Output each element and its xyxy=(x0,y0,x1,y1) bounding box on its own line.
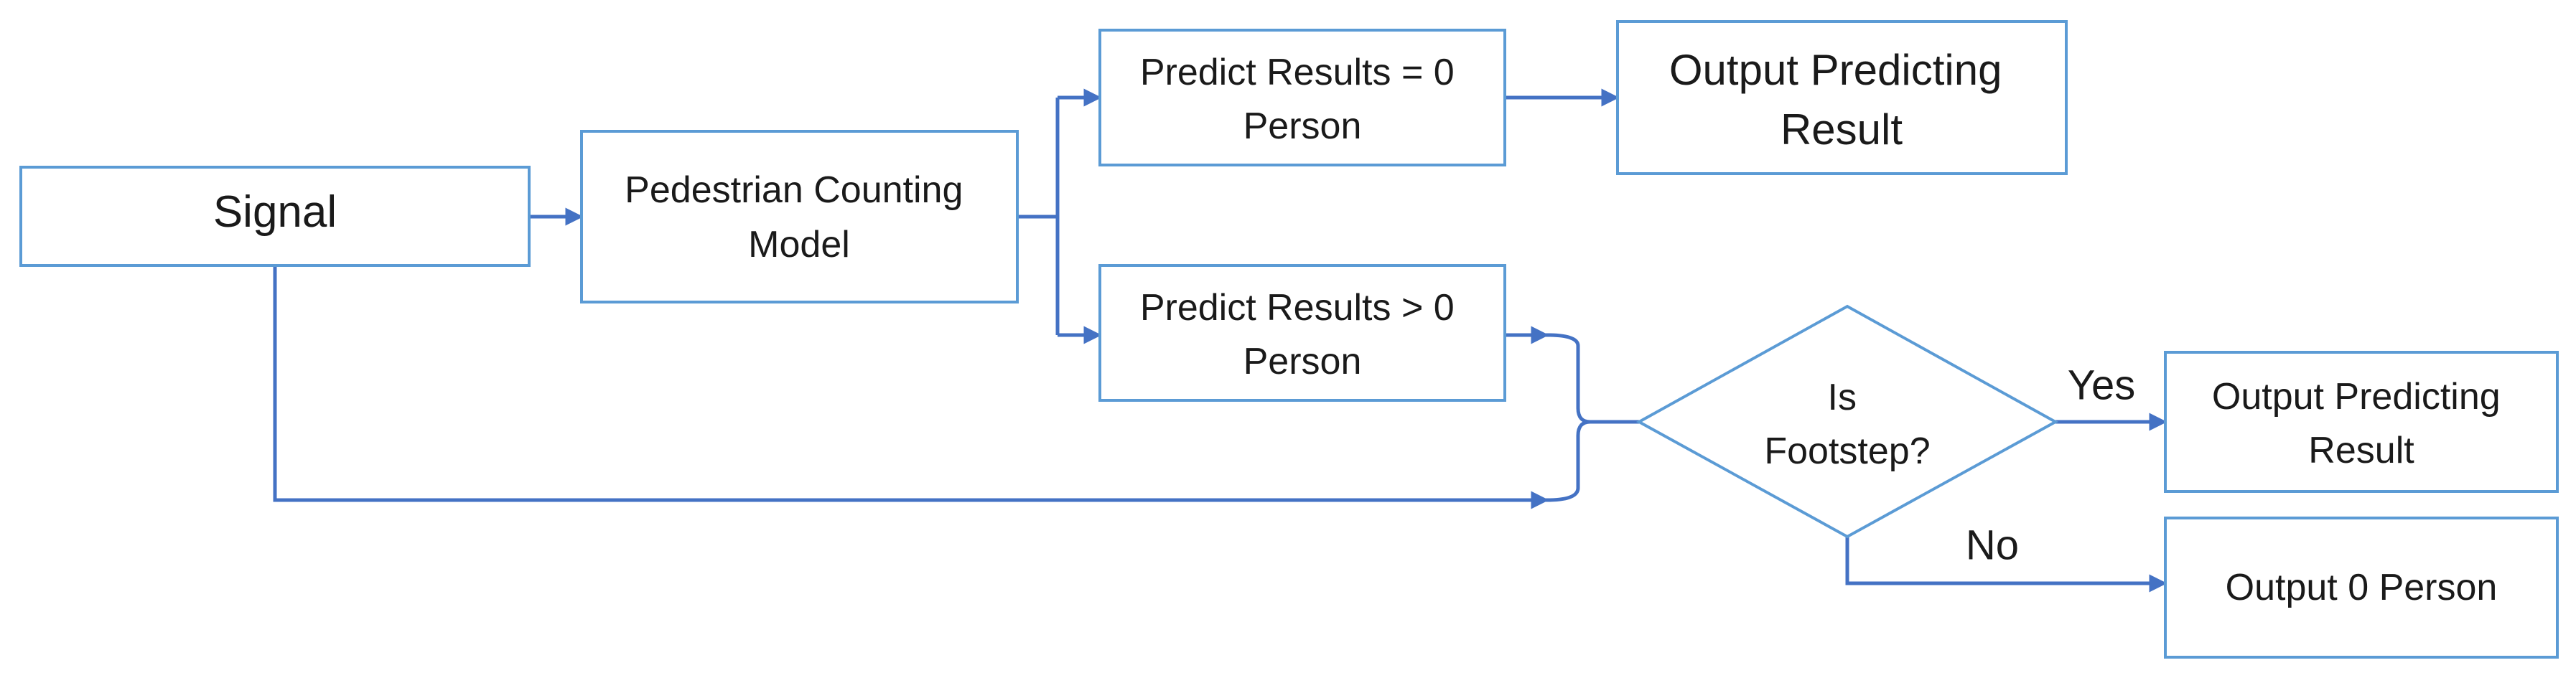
node-model-line-2: Model xyxy=(748,224,850,265)
node-signal-label: Signal xyxy=(213,187,337,237)
node-output-predicting-yes: Output Predicting Result xyxy=(2164,351,2559,493)
node-output-zero-person: Output 0 Person xyxy=(2164,517,2559,659)
node-output-predicting-top: Output Predicting Result xyxy=(1616,20,2068,175)
node-output-yes-line-1: Output Predicting xyxy=(2212,376,2501,418)
node-decision-line-2: Footstep? xyxy=(1764,430,1930,472)
node-model-line-1: Pedestrian Counting xyxy=(625,169,963,211)
edge-label-no: No xyxy=(1966,522,2019,569)
node-decision-label: Is Footstep? xyxy=(1764,377,1930,472)
node-predict-zero: Predict Results = 0 Person xyxy=(1098,29,1506,166)
edges xyxy=(273,88,2167,593)
node-predict-zero-box xyxy=(1098,29,1506,166)
node-predict-positive-label: Predict Results > 0 Person xyxy=(1140,287,1465,382)
node-decision-line-1: Is xyxy=(1828,377,1857,418)
edge-merge-bracket xyxy=(1546,333,1591,502)
node-decision-is-footstep: Is Footstep? xyxy=(1635,304,2059,539)
node-predict-zero-line-2: Person xyxy=(1243,105,1362,147)
node-output-top-box xyxy=(1616,20,2068,175)
node-output-zero-box xyxy=(2164,517,2559,659)
node-decision-diamond xyxy=(1635,304,2059,539)
node-predict-zero-label: Predict Results = 0 Person xyxy=(1140,52,1465,147)
edge-label-yes: Yes xyxy=(2068,362,2136,409)
node-predict-positive-box xyxy=(1098,264,1506,402)
node-pedestrian-counting-model: Pedestrian Counting Model xyxy=(580,130,1019,303)
node-output-yes-label: Output Predicting Result xyxy=(2212,376,2511,471)
node-output-yes-box xyxy=(2164,351,2559,493)
edge-decision-no xyxy=(1845,537,2167,593)
node-signal: Signal xyxy=(19,166,531,267)
node-model-box xyxy=(580,130,1019,303)
node-output-yes-line-2: Result xyxy=(2308,430,2414,471)
edge-model-split-trunk xyxy=(1017,98,1060,335)
node-signal-box xyxy=(19,166,531,267)
node-output-zero-line-1: Output 0 Person xyxy=(2226,567,2498,608)
node-predict-positive-line-1: Predict Results > 0 xyxy=(1140,287,1455,329)
edge-labels: Yes No xyxy=(1966,362,2135,569)
node-signal-line-1: Signal xyxy=(213,187,337,237)
node-output-zero-label: Output 0 Person xyxy=(2226,567,2498,608)
nodes: Signal Pedestrian Counting Model Predict… xyxy=(19,20,2559,659)
node-model-label: Pedestrian Counting Model xyxy=(625,169,974,265)
edge-signal-down-to-bracket xyxy=(273,265,1549,509)
node-output-top-line-2: Result xyxy=(1781,105,1903,154)
node-predict-positive: Predict Results > 0 Person xyxy=(1098,264,1506,402)
node-predict-zero-line-1: Predict Results = 0 xyxy=(1140,52,1455,93)
node-output-top-label: Output Predicting Result xyxy=(1669,46,2014,154)
node-output-top-line-1: Output Predicting xyxy=(1669,46,2002,94)
node-predict-positive-line-2: Person xyxy=(1243,341,1362,382)
